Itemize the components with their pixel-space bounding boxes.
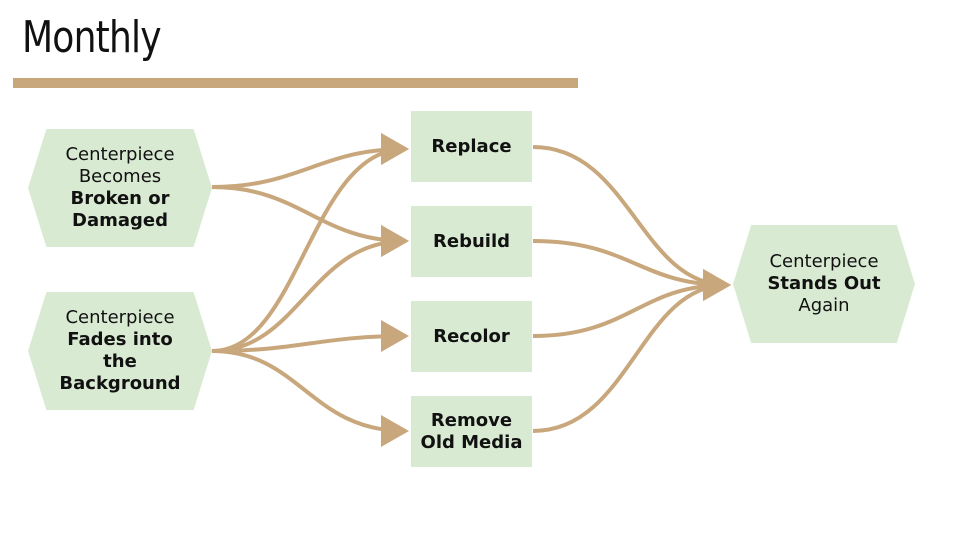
connector-broken-to-rebuild [211, 185, 409, 257]
action-node-text: Recolor [433, 325, 510, 347]
page-title: Monthly [22, 12, 162, 63]
outcome-node-text: Stands Out [767, 273, 881, 294]
outcome-node-text: Again [798, 295, 850, 316]
action-node-replace: Replace [411, 111, 532, 182]
action-node-rebuild: Rebuild [411, 206, 532, 277]
source-node-text: Broken or [70, 188, 170, 209]
source-node-text: Centerpiece [65, 144, 175, 165]
source-node-text: Background [59, 373, 181, 394]
connector-fades-to-replace [211, 133, 409, 353]
connector-rebuild-to-outcome [532, 239, 731, 301]
connector-remove-to-outcome [532, 269, 731, 433]
connector-broken-to-replace [211, 133, 409, 189]
title-underline [13, 78, 578, 88]
connector-replace-to-outcome [532, 145, 731, 301]
source-node-broken: Centerpiece Becomes Broken or Damaged [28, 129, 212, 247]
connector-fades-to-recolor [211, 320, 409, 353]
action-node-remove: Remove Old Media [411, 396, 532, 467]
outcome-node-text: Centerpiece [769, 251, 879, 272]
source-node-text: Becomes [78, 166, 162, 187]
source-node-text: the [103, 351, 137, 372]
outcome-node: Centerpiece Stands Out Again [733, 225, 915, 343]
source-node-fades: Centerpiece Fades into the Background [28, 292, 212, 410]
connector-fades-to-remove [211, 349, 409, 447]
source-node-text: Fades into [67, 329, 173, 350]
connector-fades-to-rebuild [211, 225, 409, 353]
action-node-text: Replace [431, 135, 512, 157]
source-node-text: Centerpiece [65, 307, 175, 328]
action-node-text: Rebuild [433, 230, 510, 252]
source-node-text: Damaged [72, 210, 168, 231]
action-node-text: Old Media [420, 431, 523, 453]
action-node-text: Remove [430, 409, 513, 431]
action-node-recolor: Recolor [411, 301, 532, 372]
connector-recolor-to-outcome [532, 269, 731, 338]
